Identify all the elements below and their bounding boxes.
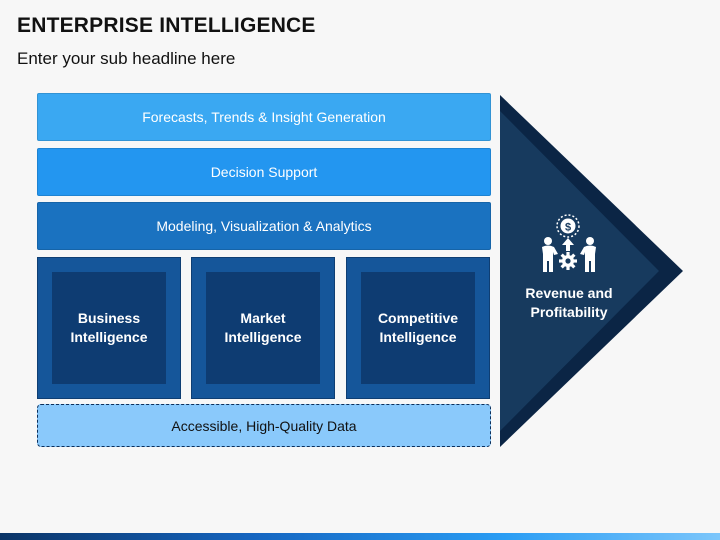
tile-label-line2: Intelligence bbox=[379, 329, 457, 345]
outcome-label-line2: Profitability bbox=[530, 304, 608, 320]
footer-stripe bbox=[0, 533, 720, 540]
tile-label-line1: Market bbox=[240, 310, 286, 326]
tile-label-line2: Intelligence bbox=[70, 329, 148, 345]
layer-label: Forecasts, Trends & Insight Generation bbox=[142, 109, 386, 125]
tile-market-intelligence: Market Intelligence bbox=[191, 257, 335, 399]
tile-competitive-intelligence: Competitive Intelligence bbox=[346, 257, 490, 399]
layer-modeling: Modeling, Visualization & Analytics bbox=[37, 202, 491, 250]
layer-forecasts: Forecasts, Trends & Insight Generation bbox=[37, 93, 491, 141]
tile-label: Competitive Intelligence bbox=[378, 309, 458, 347]
tile-label-line1: Business bbox=[77, 310, 141, 326]
layer-decision-support: Decision Support bbox=[37, 148, 491, 196]
page-title: ENTERPRISE INTELLIGENCE bbox=[17, 14, 316, 37]
tile-inner: Market Intelligence bbox=[206, 272, 320, 384]
tile-label-line1: Competitive bbox=[377, 310, 459, 326]
business-growth-icon: $ bbox=[542, 214, 596, 272]
foundation-label: Accessible, High-Quality Data bbox=[171, 417, 357, 434]
layer-label: Decision Support bbox=[210, 164, 318, 180]
outcome-label: Revenue and Profitability bbox=[514, 284, 624, 322]
tile-inner: Business Intelligence bbox=[52, 272, 166, 384]
arrow-fill-shape bbox=[500, 111, 659, 431]
tile-label-line2: Intelligence bbox=[224, 329, 302, 345]
outcome-label-line1: Revenue and bbox=[525, 285, 613, 301]
tile-business-intelligence: Business Intelligence bbox=[37, 257, 181, 399]
tile-label: Market Intelligence bbox=[224, 309, 301, 347]
foundation-data-bar: Accessible, High-Quality Data bbox=[37, 404, 491, 447]
page-subtitle: Enter your sub headline here bbox=[17, 49, 236, 68]
svg-text:$: $ bbox=[565, 222, 571, 234]
tile-label: Business Intelligence bbox=[70, 309, 147, 347]
tile-inner: Competitive Intelligence bbox=[361, 272, 475, 384]
layer-label: Modeling, Visualization & Analytics bbox=[156, 218, 372, 234]
